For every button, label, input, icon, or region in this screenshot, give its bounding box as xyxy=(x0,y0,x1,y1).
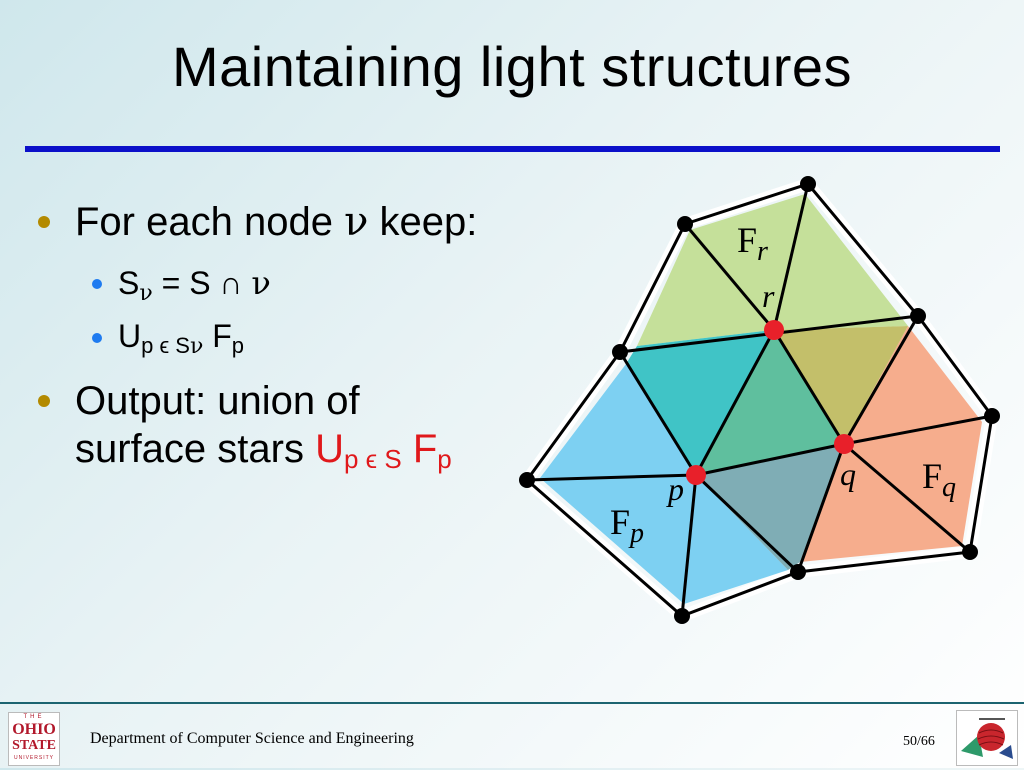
subscript: p ϵ S xyxy=(141,333,190,358)
subscript-p: p xyxy=(231,333,245,358)
sub-text-eq: = S ∩ xyxy=(152,265,252,301)
label-p: p xyxy=(666,471,684,507)
nu-symbol: ν xyxy=(344,199,369,245)
overlap-gray-region xyxy=(697,445,843,570)
mesh-node xyxy=(519,472,535,488)
label-fr: Fr xyxy=(737,220,768,267)
node-q xyxy=(834,434,854,454)
mesh-node xyxy=(910,308,926,324)
subscript-nu: ν xyxy=(139,281,153,306)
bullet-for-each-node: For each node ν keep: xyxy=(75,198,477,246)
union-symbol: U xyxy=(315,427,344,471)
label-r: r xyxy=(762,278,775,314)
overlap-teal-region xyxy=(626,330,773,476)
bullet-text: For each node xyxy=(75,200,345,244)
osu-logo-state: STATE xyxy=(12,738,56,753)
overlap-triple-region xyxy=(697,330,843,476)
bullet-text: surface stars xyxy=(75,427,316,471)
osu-logo-university: UNIVERSITY xyxy=(13,755,54,761)
subscript: p ϵ S xyxy=(343,444,402,474)
star-fp-region xyxy=(540,364,788,604)
research-logo xyxy=(956,710,1018,766)
star-fq-region xyxy=(800,326,982,562)
bullet-output: Output: union of surface stars Up ϵ S Fp xyxy=(75,377,452,477)
mesh-node xyxy=(984,408,1000,424)
osu-logo-ohio: OHIO xyxy=(12,721,56,738)
bullet-dot xyxy=(38,216,50,228)
mesh-node xyxy=(674,608,690,624)
nu-symbol: ν xyxy=(251,264,271,302)
mesh-node xyxy=(800,176,816,192)
bullet-text-suffix: keep: xyxy=(368,200,478,244)
mesh-nodes xyxy=(519,176,1000,624)
subscript-p: p xyxy=(437,444,452,474)
label-q: q xyxy=(840,456,856,492)
text-f: F xyxy=(401,427,438,471)
mesh-edges xyxy=(524,182,994,618)
mesh-node xyxy=(677,216,693,232)
label-fp: Fp xyxy=(610,502,644,549)
sub-bullet-union-f: Up ϵ Sν Fp xyxy=(118,318,245,359)
sub-text-f: F xyxy=(203,318,232,354)
label-fq: Fq xyxy=(922,456,956,503)
sub-text-s: S xyxy=(118,265,140,301)
node-r xyxy=(764,320,784,340)
node-p xyxy=(686,465,706,485)
bullet-text-line1: Output: union of xyxy=(75,379,360,423)
sub-bullet-s-nu: Sν = S ∩ ν xyxy=(118,264,271,306)
overlap-olive-region xyxy=(773,326,908,445)
star-fr-region xyxy=(637,194,908,346)
bullet-text-line2: surface stars Up ϵ S Fp xyxy=(75,425,452,477)
mesh-node xyxy=(612,344,628,360)
research-logo-icon xyxy=(961,718,1013,759)
osu-logo-the: THE xyxy=(23,714,45,720)
union-symbol: U xyxy=(118,318,142,354)
bullet-dot xyxy=(38,395,50,407)
footer-divider xyxy=(0,702,1024,704)
mesh-node xyxy=(790,564,806,580)
page-number: 50/66 xyxy=(903,734,935,749)
department-label: Department of Computer Science and Engin… xyxy=(90,730,414,747)
sub-bullet-dot xyxy=(92,279,102,289)
title-divider xyxy=(25,146,1000,152)
sub-bullet-dot xyxy=(92,333,102,343)
osu-logo: THE OHIO STATE UNIVERSITY xyxy=(8,712,60,766)
slide-title: Maintaining light structures xyxy=(171,35,853,98)
subscript-nu: ν xyxy=(189,334,204,359)
mesh-node xyxy=(962,544,978,560)
